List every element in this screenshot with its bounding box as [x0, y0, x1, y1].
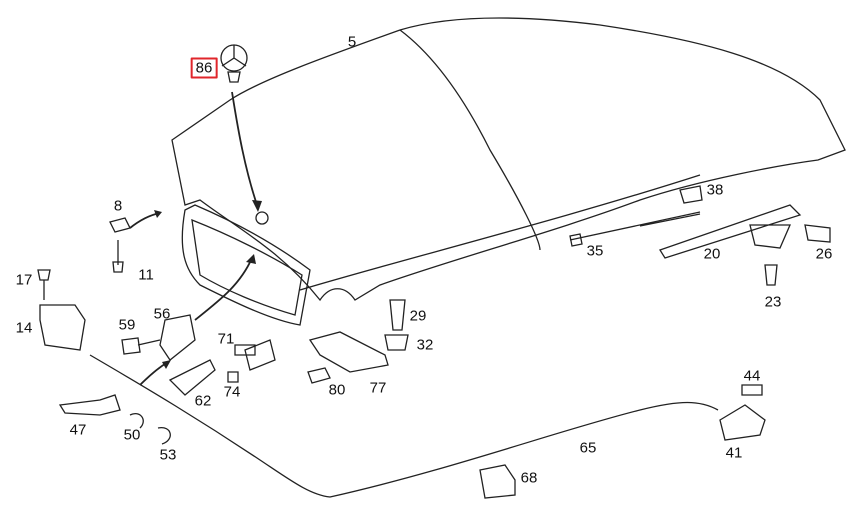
part-label-11: 11 — [138, 266, 154, 284]
part-label-71: 71 — [217, 330, 235, 348]
part-label-68: 68 — [520, 469, 538, 487]
star-emblem-icon — [220, 44, 248, 83]
part-label-32: 32 — [416, 336, 434, 354]
part-label-35: 35 — [586, 242, 604, 260]
hood-inner-frame — [181, 204, 311, 326]
part-label-5: 5 — [347, 33, 357, 51]
part-label-53: 53 — [159, 446, 177, 464]
part-label-14: 14 — [15, 319, 33, 337]
part-label-8: 8 — [113, 197, 123, 215]
part-label-26: 26 — [815, 245, 833, 263]
part-label-38: 38 — [706, 181, 724, 199]
part-label-62: 62 — [194, 392, 212, 410]
part-label-23: 23 — [764, 293, 782, 311]
part-label-47: 47 — [69, 421, 87, 439]
release-cable — [89, 354, 719, 498]
part-label-65: 65 — [579, 439, 597, 457]
part-label-29: 29 — [409, 307, 427, 325]
part-label-77: 77 — [369, 379, 387, 397]
hinge-20 — [659, 204, 802, 259]
part-label-41: 41 — [725, 444, 743, 462]
hood-outline — [171, 17, 846, 302]
part-label-74: 74 — [223, 383, 241, 401]
part-label-56: 56 — [153, 305, 171, 323]
part-label-86-highlighted[interactable]: 86 — [190, 57, 218, 79]
part-label-50: 50 — [123, 426, 141, 444]
gas-strut-35 — [569, 211, 701, 247]
part-label-17: 17 — [15, 271, 33, 289]
part-label-59: 59 — [118, 316, 136, 334]
part-label-80: 80 — [328, 381, 346, 399]
part-label-20: 20 — [703, 245, 721, 263]
part-label-44: 44 — [743, 367, 761, 385]
